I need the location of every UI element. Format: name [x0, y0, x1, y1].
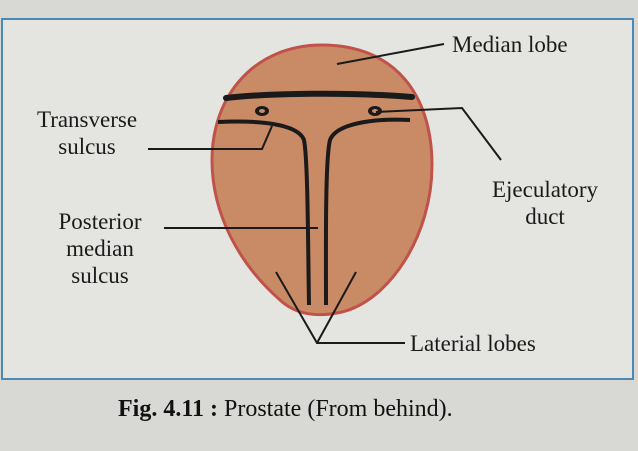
caption-text: Prostate (From behind). — [224, 396, 453, 422]
leader-transverse-sulcus — [148, 125, 273, 150]
label-median-lobe: Median lobe — [452, 32, 568, 57]
transverse-sulcus — [223, 90, 415, 101]
label-transverse-line1: Transverse — [36, 107, 138, 132]
label-transverse-line2: sulcus — [58, 134, 116, 159]
figure-caption: Fig. 4.11 : Prostate (From behind). — [118, 396, 453, 423]
label-posterior-line3: sulcus — [71, 263, 129, 288]
prostate-gland — [210, 43, 434, 317]
leader-median-lobe — [336, 43, 445, 65]
label-lateral-lobes: Laterial lobes — [410, 331, 536, 356]
label-ejaculatory-line1: Ejeculatory — [491, 177, 598, 202]
label-posterior-median-sulcus: Posterior median sulcus — [40, 208, 160, 289]
label-ejaculatory-duct: Ejeculatory duct — [470, 176, 620, 230]
leader-lateral-lobes — [275, 271, 405, 344]
label-ejaculatory-line2: duct — [525, 204, 565, 229]
posterior-median-sulcus-left — [217, 119, 311, 306]
label-posterior-line2: median — [66, 236, 134, 261]
leader-ejaculatory-duct — [375, 106, 502, 161]
caption-number: Fig. 4.11 : — [118, 396, 218, 422]
label-transverse-sulcus: Transverse sulcus — [28, 106, 146, 160]
label-posterior-line1: Posterior — [58, 209, 142, 234]
posterior-median-sulcus-right — [323, 117, 411, 306]
